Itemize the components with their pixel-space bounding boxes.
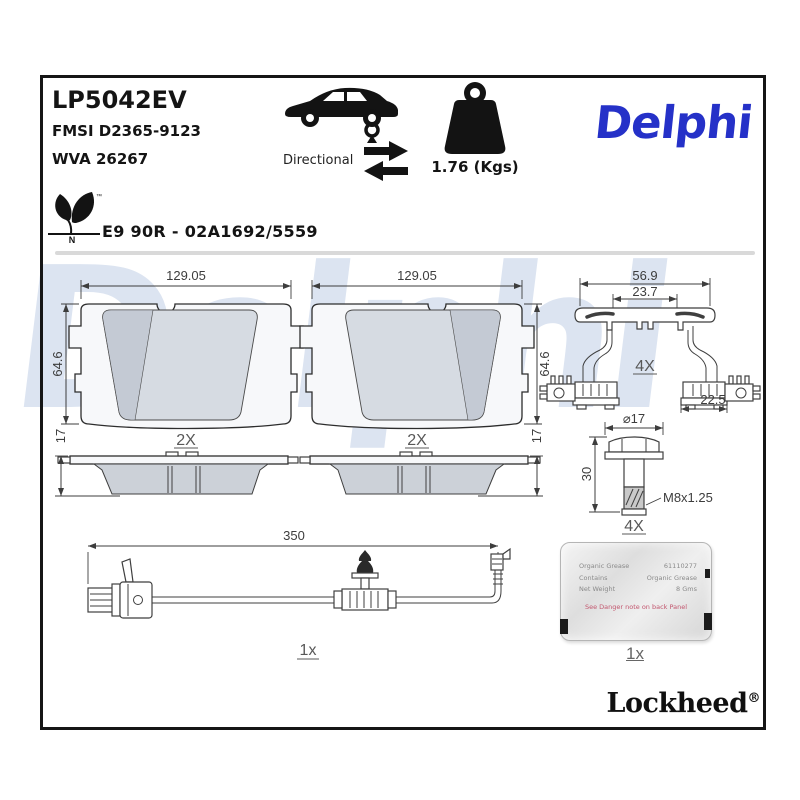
- pad-front-view-right: 129.05 64.6 2X: [299, 268, 552, 449]
- car-rear-axle-icon: [285, 87, 398, 143]
- weight-value: 1.76 (Kgs): [431, 158, 519, 176]
- sachet-row-label: Organic Grease: [579, 562, 630, 570]
- lockheed-logo-text: Lockheed: [606, 688, 748, 719]
- pad-side-left-thickness: 17: [53, 429, 68, 443]
- sachet-row-label: Net Weight: [579, 585, 616, 594]
- sensor-length-dim: 350: [283, 528, 305, 543]
- header-divider: [55, 251, 755, 255]
- sachet-seal-mark: [704, 613, 712, 630]
- sensor-qty: 1x: [300, 642, 317, 659]
- registered-mark: ®: [747, 691, 761, 706]
- sachet-qty: 1x: [626, 644, 644, 663]
- clip-inner-width-dim: 23.7: [632, 284, 657, 299]
- clip-outer-width-dim: 56.9: [632, 268, 657, 283]
- pad-left-width-dim: 129.05: [166, 268, 206, 283]
- pad-side-right-thickness: 17: [529, 429, 544, 443]
- bolt-head-diameter-dim: ⌀17: [623, 411, 645, 426]
- clip-foot-width-dim: 22.5: [700, 392, 725, 407]
- sachet-row-value: 61110277: [663, 562, 697, 570]
- axle-arrow-up: [367, 135, 377, 143]
- weight-kettlebell-icon: [444, 82, 506, 154]
- pad-right-qty: 2X: [407, 432, 427, 449]
- sachet-seal-mark: [560, 619, 568, 634]
- eco-leaf-icon: N ™: [48, 192, 102, 245]
- lockheed-logo: Lockheed®: [540, 688, 760, 719]
- pad-right-width-dim: 129.05: [397, 268, 437, 283]
- sachet-row: Net Weight 8 Gms: [579, 584, 697, 596]
- clip-qty: 4X: [635, 358, 655, 375]
- sachet-row-value: Organic Grease: [646, 573, 697, 582]
- guide-bolt-drawing: ⌀17 30 M8x1.25 4X: [579, 411, 713, 535]
- sachet-row: Organic Grease 61110277: [579, 561, 697, 573]
- sachet-warning-text: See Danger note on back Panel: [584, 603, 688, 611]
- pad-side-view-left: 17: [53, 429, 299, 497]
- delphi-logo: Delphi: [592, 96, 755, 149]
- wva-code: WVA 26267: [52, 150, 149, 168]
- eco-leaf-tm: ™: [96, 193, 102, 200]
- pad-right-height-dim: 64.6: [537, 351, 552, 376]
- pad-side-view-right: 17: [299, 429, 544, 497]
- sachet-row-label: Contains: [579, 573, 608, 582]
- r90-approval-number: E9 90R - 02A1692/5559: [102, 222, 318, 241]
- sachet-row-value: 8 Gms: [676, 585, 697, 594]
- part-number: LP5042EV: [52, 86, 187, 114]
- sachet-row: Contains Organic Grease: [579, 573, 697, 585]
- eco-leaf-letter: N: [69, 235, 76, 245]
- bolt-qty: 4X: [624, 518, 644, 535]
- pad-left-height-dim: 64.6: [50, 351, 65, 376]
- sachet-seal-mark: [705, 569, 710, 578]
- bolt-length-dim: 30: [579, 467, 594, 481]
- directional-label: Directional: [283, 153, 354, 168]
- pad-front-view-left: 129.05 64.6 2X: [50, 268, 304, 449]
- caliper-clip-drawing: 56.9 23.7 4X 22.5: [539, 268, 761, 413]
- wear-sensor-drawing: 350 1x: [87, 528, 511, 660]
- directional-arrows-icon: [364, 141, 408, 181]
- fmsi-code: FMSI D2365-9123: [52, 122, 201, 140]
- pad-left-qty: 2X: [176, 432, 196, 449]
- bolt-thread-spec: M8x1.25: [663, 490, 713, 505]
